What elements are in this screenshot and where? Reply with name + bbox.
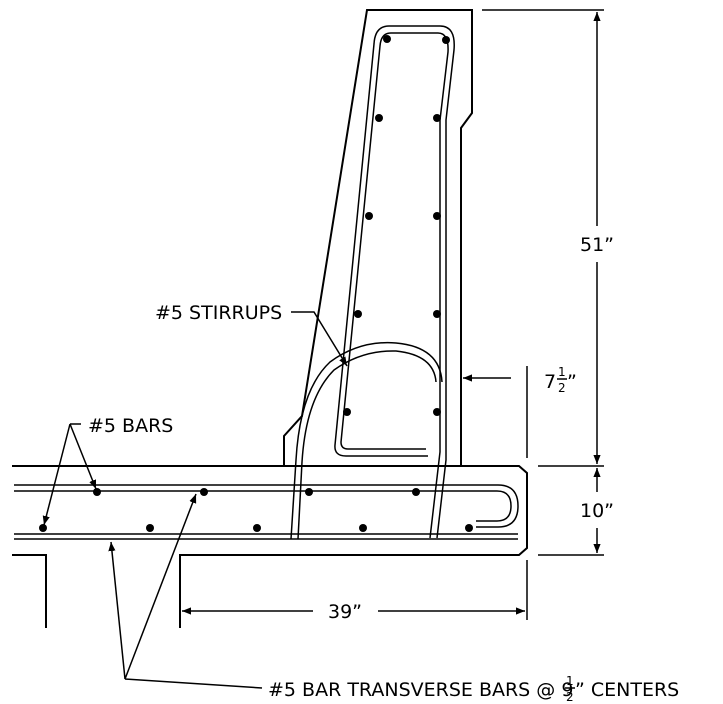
callout-stirrups: #5 STIRRUPS [155, 302, 348, 367]
dimension-39: 39” [182, 560, 528, 623]
bar-dot [305, 488, 313, 496]
bar-dot [412, 488, 420, 496]
dimension-10: 10” [538, 468, 614, 556]
bar-dot [343, 408, 351, 416]
deck-bottom-line [12, 554, 47, 628]
bar-dot [465, 524, 473, 532]
hoop-stirrup-inner [297, 350, 437, 540]
bar-dot [433, 212, 441, 220]
bar-dot [93, 488, 101, 496]
transverse-label: #5 BAR TRANSVERSE BARS @ 9 [268, 679, 573, 701]
hoop-stirrup-outer [290, 341, 443, 540]
bar-dot [433, 114, 441, 122]
dimension-height-label: 51” [580, 234, 614, 256]
concrete-outline [12, 9, 528, 628]
bar-dot [200, 488, 208, 496]
transverse-tail: ” CENTERS [575, 679, 679, 701]
dimension-offset-num: 1 [558, 365, 566, 379]
bar-dot [383, 35, 391, 43]
deck-top-bar [14, 484, 519, 528]
deck-top-bar-inner [14, 490, 512, 522]
transverse-frac-num: 1 [566, 674, 574, 688]
dimension-offset-whole: 7 [544, 371, 556, 393]
bar-dot [442, 36, 450, 44]
bar-dot [146, 524, 154, 532]
dimension-overhang-label: 39” [328, 601, 362, 623]
bar-dot [433, 408, 441, 416]
callout-bars: #5 BARS [42, 415, 173, 526]
deck-top-line [12, 465, 528, 628]
transverse-frac-den: 2 [566, 690, 574, 704]
bar-dot [354, 310, 362, 318]
reinforcement [14, 25, 519, 540]
bars-label: #5 BARS [88, 415, 173, 437]
dimension-offset-inch: ” [567, 371, 577, 393]
stirrups-label: #5 STIRRUPS [155, 302, 282, 324]
barrier-stirrup-inner [340, 32, 449, 539]
barrier-stirrup-outer [334, 25, 455, 539]
bar-dot [39, 524, 47, 532]
bar-dot [365, 212, 373, 220]
dimension-51: 51” [482, 9, 614, 467]
bar-dot [433, 310, 441, 318]
dimension-offset-den: 2 [558, 381, 566, 395]
bar-dot [375, 114, 383, 122]
bar-dot [253, 524, 261, 532]
dimension-7-5: 7 1 2 ” [463, 365, 577, 458]
dimension-deck-label: 10” [580, 500, 614, 522]
bar-dot [359, 524, 367, 532]
barrier-outline [283, 9, 473, 466]
callout-transverse: #5 BAR TRANSVERSE BARS @ 9 1 2 ” CENTERS [108, 493, 679, 704]
